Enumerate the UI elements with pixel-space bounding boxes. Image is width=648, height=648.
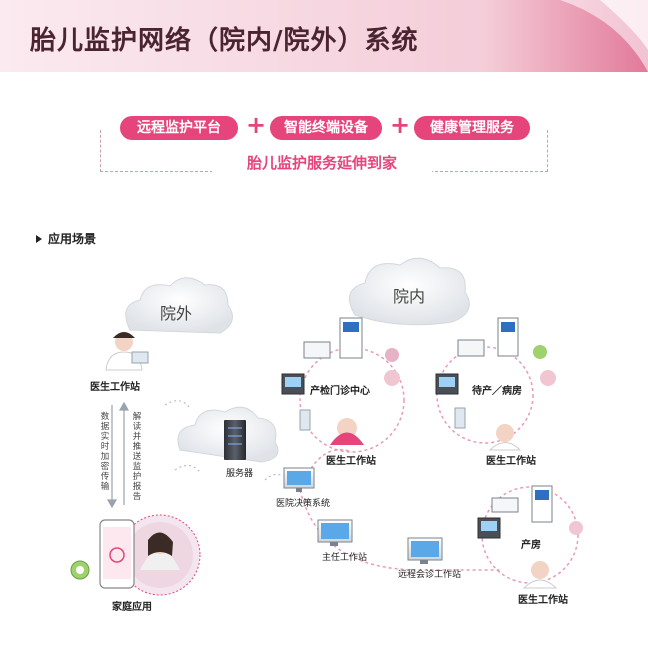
- home-app-label: 家庭应用: [112, 598, 152, 613]
- director-monitor-icon: [318, 520, 352, 546]
- interpret-push-label: 解读并推送监护报告: [132, 412, 142, 502]
- doctor-outside-icon: [106, 332, 148, 370]
- transfer-arrows: [108, 403, 128, 507]
- doctor-workstation-outside-label: 医生工作站: [90, 378, 140, 393]
- server-icon: [224, 420, 246, 460]
- ward-label: 待产／病房: [472, 382, 522, 397]
- server-label: 服务器: [226, 466, 253, 479]
- director-workstation-label: 主任工作站: [322, 550, 367, 563]
- remote-consult-workstation-label: 远程会诊工作站: [398, 567, 461, 580]
- inside-cloud-label: 院内: [393, 283, 425, 307]
- doctor-workstation-3-label: 医生工作站: [518, 591, 568, 606]
- doctor-workstation-1-label: 医生工作站: [326, 452, 376, 467]
- home-app-illustration: [71, 515, 200, 595]
- outside-cloud-label: 院外: [160, 300, 192, 324]
- consult-monitor-icon: [408, 538, 442, 564]
- data-transfer-label: 数据实时加密传输: [100, 412, 110, 492]
- doctor-workstation-2-label: 医生工作站: [486, 452, 536, 467]
- prenatal-center-label: 产检门诊中心: [310, 382, 370, 397]
- delivery-room-label: 产房: [521, 536, 541, 551]
- decision-system-label: 医院决策系统: [276, 496, 330, 509]
- decision-monitor-icon: [284, 468, 314, 492]
